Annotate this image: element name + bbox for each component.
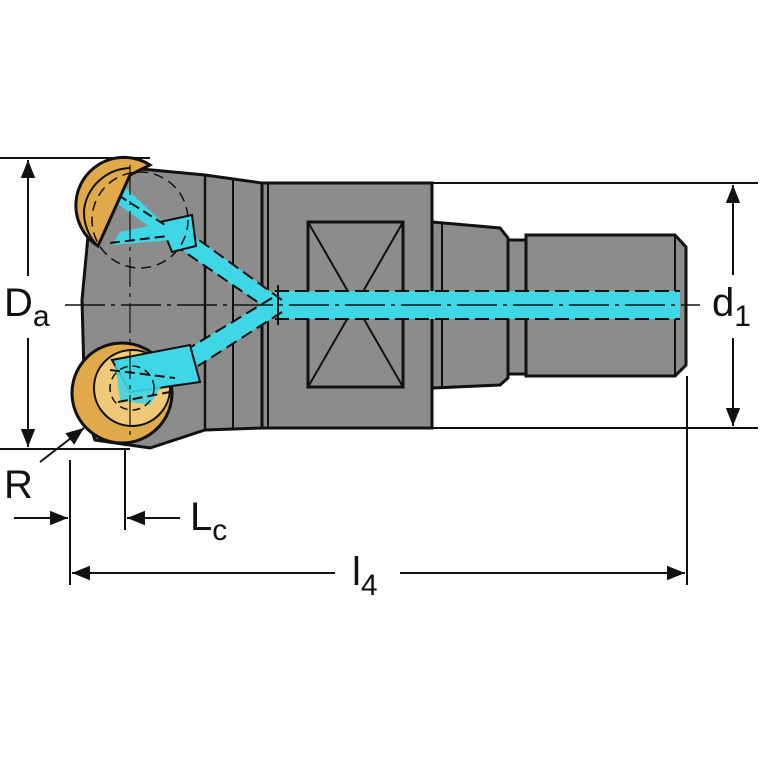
R-leader [39, 427, 85, 463]
coolant-upper-nozzle [158, 213, 198, 254]
insert-bottom [70, 341, 202, 445]
dimension-labels: Da d1 R Lc l4 [4, 281, 751, 602]
d1-label: d1 [712, 281, 751, 333]
Da-label: Da [4, 281, 50, 333]
coolant-channels [109, 188, 680, 367]
l4-label: l4 [352, 550, 378, 602]
R-label: R [4, 463, 33, 507]
coolant-upper-branch [176, 232, 282, 312]
coolant-upper-jet [112, 188, 172, 245]
coolant-lower-branch [186, 298, 282, 366]
dimension-lines [0, 157, 758, 585]
Lc-label: Lc [190, 495, 227, 547]
